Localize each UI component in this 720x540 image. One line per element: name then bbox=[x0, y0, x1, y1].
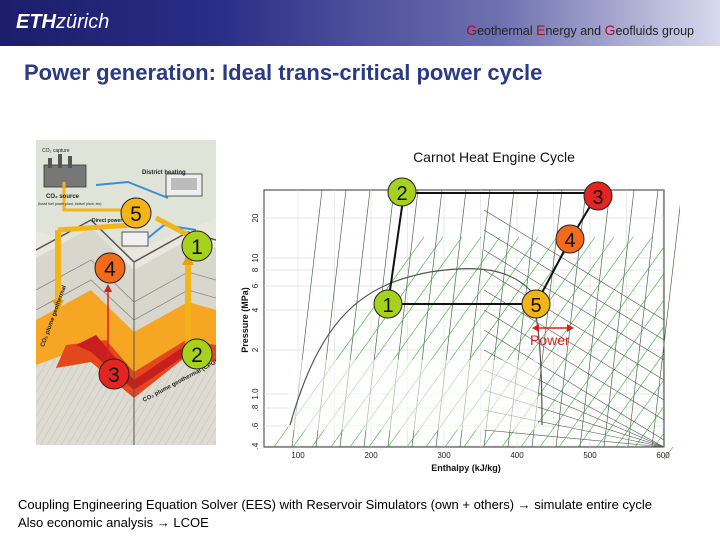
y-tick: .8 bbox=[251, 404, 260, 411]
isotherm bbox=[483, 229, 665, 341]
svg-text:2: 2 bbox=[396, 183, 407, 205]
power-arrow bbox=[532, 324, 574, 332]
y-tick: 10 bbox=[251, 253, 260, 262]
y-tick: .6 bbox=[251, 422, 260, 429]
x-tick: 200 bbox=[364, 451, 378, 460]
y-axis-label: Pressure (MPa) bbox=[240, 287, 250, 353]
svg-text:1: 1 bbox=[382, 295, 393, 317]
eth-logo: ETHzürich bbox=[16, 11, 109, 34]
cycle-marker-1: 1 bbox=[373, 289, 403, 319]
logo-bold: ETH bbox=[16, 11, 56, 33]
group-name: Geothermal Energy and Geofluids group bbox=[466, 22, 694, 38]
footer-line-2: Also economic analysis → LCOE bbox=[18, 515, 209, 530]
group-suffix: group bbox=[658, 24, 694, 38]
x-tick: 400 bbox=[510, 451, 524, 460]
ph-diagram: Carnot Heat Engine Cycle 20 10 8 6 4 2 1… bbox=[240, 149, 680, 473]
x-tick: 300 bbox=[437, 451, 451, 460]
isotherm bbox=[483, 269, 665, 381]
y-tick: 2 bbox=[251, 347, 260, 352]
two-phase-shade bbox=[288, 360, 538, 430]
cycle-marker-4: 4 bbox=[555, 224, 585, 254]
density-isoline bbox=[627, 189, 659, 448]
label-co2-source-detail: (fossil fuel power plant, biofuel plant,… bbox=[38, 202, 101, 206]
y-tick: 8 bbox=[251, 267, 260, 272]
cycle-path bbox=[387, 192, 600, 305]
label-district-heating: District heating bbox=[142, 170, 186, 176]
x-axis-label: Enthalpy (kJ/kg) bbox=[431, 463, 501, 473]
label-co2-capture: CO₂ capture bbox=[42, 148, 70, 154]
entropy-isoline bbox=[558, 299, 665, 448]
entropy-isoline bbox=[634, 406, 665, 448]
isotherm bbox=[483, 329, 665, 441]
y-tick: 20 bbox=[251, 213, 260, 222]
entropy-isoline bbox=[577, 326, 665, 448]
isotherm bbox=[483, 429, 665, 448]
group-cap-2: E bbox=[536, 22, 546, 38]
entropy-isoline bbox=[539, 273, 665, 448]
x-tick: 100 bbox=[291, 451, 305, 460]
y-tick: 6 bbox=[251, 283, 260, 288]
isotherm bbox=[483, 289, 665, 401]
y-tick: 4 bbox=[251, 307, 260, 312]
diagram-title: Carnot Heat Engine Cycle bbox=[413, 149, 575, 165]
x-ticks: 100 200 300 400 500 600 bbox=[291, 451, 670, 460]
slide-title: Power generation: Ideal trans-critical p… bbox=[24, 60, 543, 85]
group-rest-3: eofluids bbox=[615, 24, 659, 38]
svg-text:3: 3 bbox=[592, 187, 603, 209]
power-label: Power bbox=[530, 332, 570, 348]
saturation-dome bbox=[289, 267, 543, 426]
svg-text:4: 4 bbox=[564, 230, 575, 252]
footer-text: Coupling Engineering Equation Solver (EE… bbox=[18, 496, 652, 532]
group-cap-3: G bbox=[604, 22, 616, 38]
isotherm bbox=[483, 249, 665, 361]
label-direct-power: Direct power system bbox=[92, 218, 141, 224]
entropy-isoline bbox=[520, 246, 665, 448]
svg-text:5: 5 bbox=[530, 295, 541, 317]
header-bar: ETHzürich Geothermal Energy and Geofluid… bbox=[0, 0, 720, 46]
group-rest-1: eothermal bbox=[477, 24, 537, 38]
cycle-marker-2: 2 bbox=[387, 177, 417, 207]
label-co2-source: CO₂ source bbox=[46, 194, 80, 200]
entropy-isoline bbox=[596, 353, 665, 448]
entropy-isoline bbox=[663, 446, 674, 460]
density-isoline bbox=[651, 204, 680, 448]
x-tick: 500 bbox=[583, 451, 597, 460]
logo-light: zürich bbox=[56, 11, 110, 33]
entropy-isoline bbox=[615, 379, 665, 448]
y-ticks: 20 10 8 6 4 2 1.0 .8 .6 .4 bbox=[251, 213, 260, 449]
group-rest-2: nergy and bbox=[545, 24, 605, 38]
cycle-marker-3: 3 bbox=[583, 181, 613, 211]
footer-line-1: Coupling Engineering Equation Solver (EE… bbox=[18, 497, 653, 512]
group-cap-1: G bbox=[466, 22, 478, 38]
cycle-marker-5: 5 bbox=[521, 289, 551, 319]
isotherm bbox=[483, 309, 665, 421]
y-tick: .4 bbox=[251, 442, 260, 449]
cpg-illustration: CO₂ capture CO₂ source (fossil fuel powe… bbox=[36, 140, 216, 445]
isotherm bbox=[483, 209, 665, 321]
y-tick: 1.0 bbox=[251, 388, 260, 400]
x-tick: 600 bbox=[656, 451, 670, 460]
density-isoline bbox=[603, 189, 635, 448]
